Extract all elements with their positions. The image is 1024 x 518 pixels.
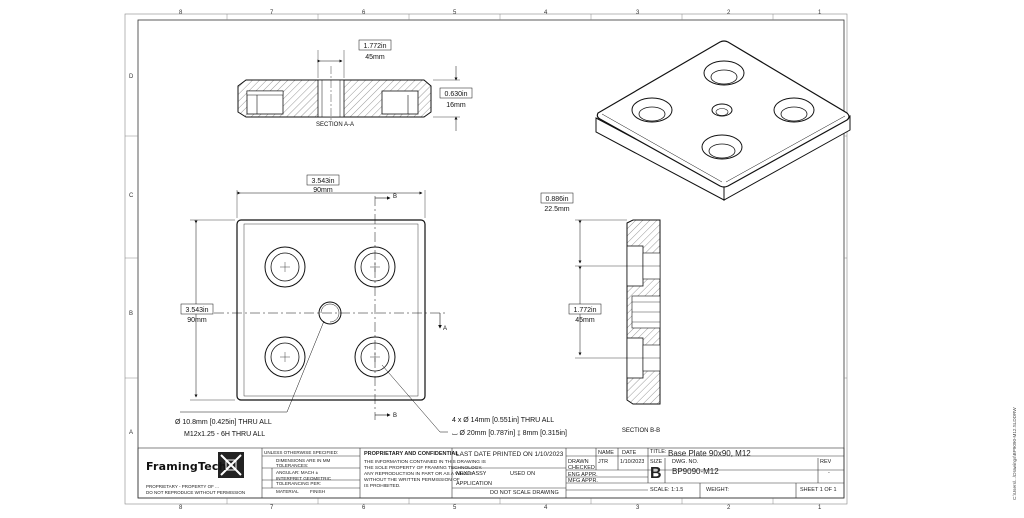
zone-col-1: 1 <box>818 10 822 16</box>
section-aa-height-mm: 16mm <box>446 102 466 109</box>
application-label: APPLICATION <box>456 481 492 487</box>
zone-col-6-bottom: 6 <box>362 505 366 511</box>
proprietary-line-5: IS PROHIBITED. <box>364 484 401 489</box>
section-aa-title: SECTION A-A <box>316 122 354 128</box>
file-path-note: C:\Users\...\Drawings\BP9090-M12.SLDDRW <box>1012 407 1017 500</box>
drawn-date: 1/10/2023 <box>620 459 645 465</box>
tol-row-5: TOLERANCING PER: <box>276 481 322 486</box>
name-column: NAME <box>598 450 614 456</box>
tol-row-2: TOLERANCES: <box>276 463 309 468</box>
next-assy-label: NEXT ASSY <box>456 471 487 477</box>
size-value: B <box>650 466 662 482</box>
outer-border <box>124 13 848 505</box>
title-block-grid <box>137 447 845 499</box>
cut-label-b-bottom: B <box>393 413 397 419</box>
dwg-no-label: DWG. NO. <box>672 459 699 465</box>
section-bb-title: SECTION B-B <box>622 428 660 434</box>
cut-label-a: A <box>443 326 447 332</box>
tol-row-1: DIMENSIONS ARE IN MM <box>276 458 331 463</box>
top-width-mm: 90mm <box>313 187 333 194</box>
proprietary-line-3: ANY REPRODUCTION IN PART OR AS A WHOLE <box>364 472 473 477</box>
section-bb-offset-in: 0.886in <box>546 196 569 203</box>
rev-value: - <box>828 470 830 476</box>
section-a-a-view: 1.772in 45mm 0.630in 16mm SECTION A-A <box>237 39 473 131</box>
dwg-no-value: BP9090-M12 <box>672 467 719 476</box>
proprietary-title: PROPRIETARY AND CONFIDENTIAL <box>364 451 459 457</box>
scale-label: SCALE: 1:1.5 <box>650 487 684 493</box>
zone-col-1-bottom: 1 <box>818 505 822 511</box>
zone-col-3: 3 <box>636 10 640 16</box>
cut-label-b-top: B <box>393 194 397 200</box>
tol-material: MATERIAL <box>276 489 299 494</box>
zone-col-2: 2 <box>727 10 731 16</box>
date-column: DATE <box>622 450 637 456</box>
tol-row-3: ANGULAR: MACH ± <box>276 470 319 475</box>
drawn-label: DRAWN <box>568 459 589 465</box>
tol-header: UNLESS OTHERWISE SPECIFIED: <box>264 450 339 455</box>
zone-col-4: 4 <box>544 10 548 16</box>
section-b-b-view: 0.886in 22.5mm 1.772in 45mm SECTION B-B <box>540 192 661 434</box>
section-bb-spacing-in: 1.772in <box>574 307 597 314</box>
note-center-hole-2: M12x1.25 - 6H THRU ALL <box>184 431 265 438</box>
note-holes-2: ⌴ Ø 20mm [0.787in] ↧ 8mm [0.315in] <box>452 430 567 437</box>
rev-label: REV <box>820 459 832 465</box>
last-printed: LAST DATE PRINTED ON 1/10/2023 <box>456 451 564 458</box>
zone-col-2-bottom: 2 <box>727 505 731 511</box>
logo-subtext-2: DO NOT REPRODUCE WITHOUT PERMISSION <box>146 490 246 495</box>
note-center-hole-1: Ø 10.8mm [0.425in] THRU ALL <box>175 419 272 426</box>
isometric-view <box>595 40 851 201</box>
sheet-label: SHEET 1 OF 1 <box>800 487 837 493</box>
section-bb-spacing-mm: 45mm <box>575 317 595 324</box>
zone-col-3-bottom: 3 <box>636 505 640 511</box>
zone-col-5: 5 <box>453 10 457 16</box>
top-width-in: 3.543in <box>312 178 335 185</box>
zone-col-7: 7 <box>270 10 274 16</box>
section-aa-width-in: 1.772in <box>364 43 387 50</box>
section-aa-height-in: 0.630in <box>445 91 468 98</box>
section-bb-offset-mm: 22.5mm <box>544 206 569 213</box>
zone-row-c: C <box>129 193 134 199</box>
note-holes-1: 4 x Ø 14mm [0.551in] THRU ALL <box>452 417 554 424</box>
company-logo-text: FramingTech <box>146 460 227 473</box>
tol-finish: FINISH <box>310 489 326 494</box>
logo-subtext-1: PROPRIETARY - PROPERTY OF ... <box>146 484 219 489</box>
tol-row-4: INTERPRET GEOMETRIC <box>276 476 332 481</box>
proprietary-line-1: THE INFORMATION CONTAINED IN THIS DRAWIN… <box>364 460 486 465</box>
checked-label: CHECKED <box>568 465 595 471</box>
used-on-label: USED ON <box>510 471 536 477</box>
proprietary-line-4: WITHOUT THE WRITTEN PERMISSION OF <box>364 478 460 483</box>
zone-col-8-bottom: 8 <box>179 505 183 511</box>
zone-col-6: 6 <box>362 10 366 16</box>
weight-label: WEIGHT: <box>706 487 729 493</box>
drawn-name: JTR <box>598 459 609 465</box>
eng-appr-label: ENG APPR. <box>568 472 598 478</box>
zone-row-d: D <box>129 74 134 80</box>
zone-col-7-bottom: 7 <box>270 505 274 511</box>
mfg-appr-label: MFG APPR. <box>568 478 598 484</box>
zone-col-5-bottom: 5 <box>453 505 457 511</box>
section-aa-width-mm: 45mm <box>365 54 385 61</box>
do-not-scale: DO NOT SCALE DRAWING <box>490 490 559 496</box>
top-height-mm: 90mm <box>187 317 207 324</box>
top-view: A B B 3.543in 90mm 3.543in 90mm Ø 10.8mm… <box>175 174 567 438</box>
proprietary-line-2: THE SOLE PROPERTY OF FRAMING TECHNOLOGY. <box>364 466 483 471</box>
zone-col-8: 8 <box>179 10 183 16</box>
drawing-title: Base Plate 90x90, M12 <box>668 449 751 458</box>
top-height-in: 3.543in <box>186 307 209 314</box>
zone-row-b: B <box>129 311 134 317</box>
zone-col-4-bottom: 4 <box>544 505 548 511</box>
title-label: TITLE: <box>650 449 667 455</box>
framingtech-logo-mark <box>218 452 244 478</box>
zone-row-a: A <box>129 430 134 436</box>
size-label: SIZE <box>650 459 663 465</box>
